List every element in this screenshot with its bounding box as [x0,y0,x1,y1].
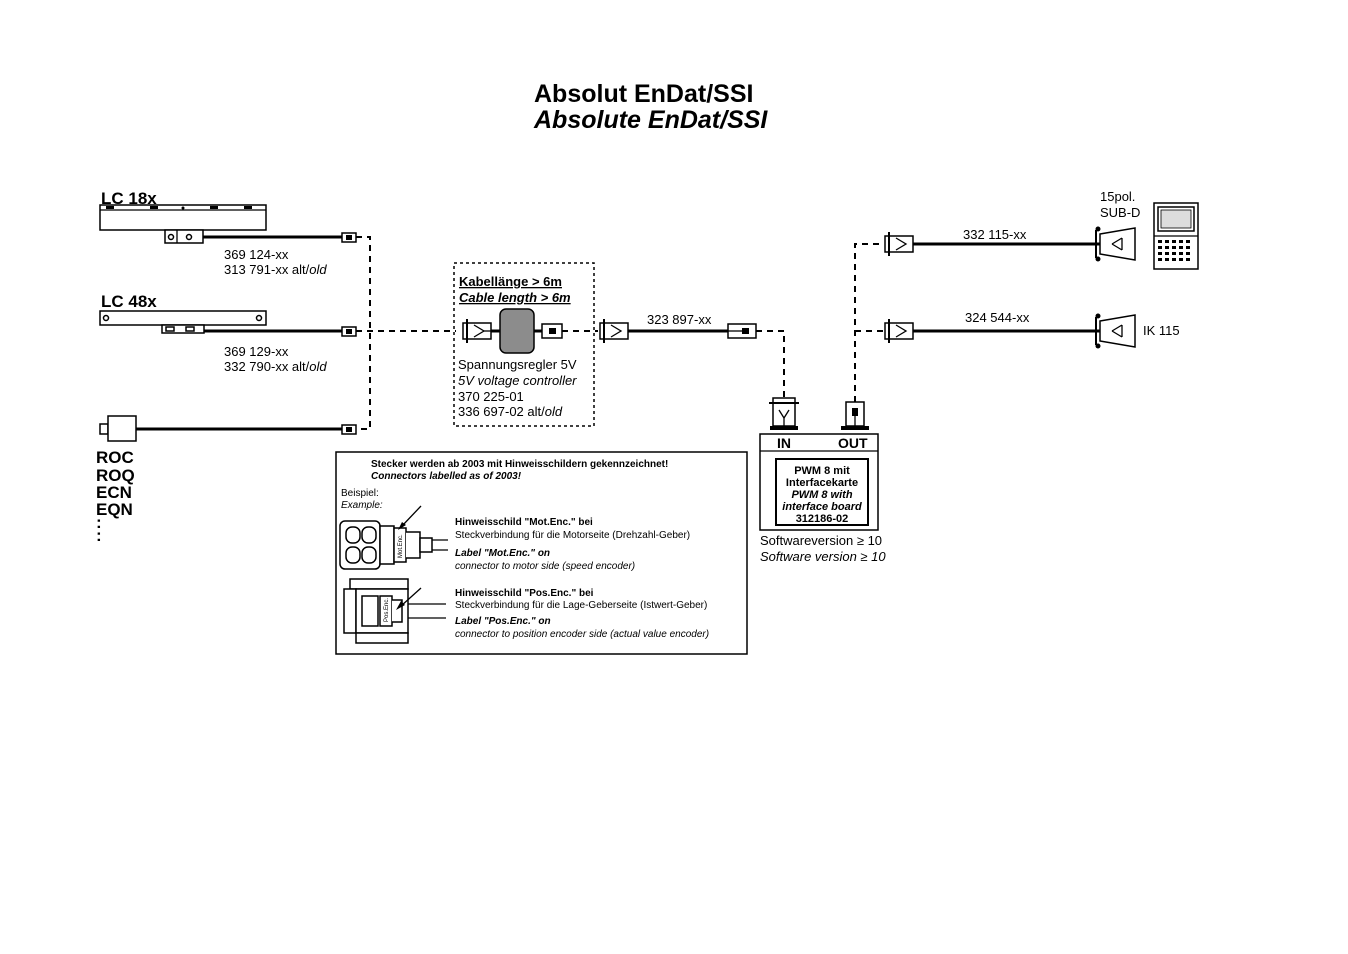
mot-title-english: Label "Mot.Enc." on [455,548,550,559]
subd-label-line2: SUB-D [1100,205,1140,220]
subd-cable-id: 332 115-xx [963,227,1027,242]
regulator-body [499,308,535,354]
pwm-software-german: Softwareversion ≥ 10 [760,533,882,548]
pos-desc-german: Steckverbindung für die Lage-Geberseite … [455,600,707,611]
pos-desc-english: connector to position encoder side (actu… [455,629,709,640]
pwm-line-4: interface board [782,501,862,513]
rotary-name-roq: ROQ [96,466,135,485]
controller-part-id: 370 225-01 [458,389,524,404]
lc18x-encoder: LC 18x 369 124-xx 313 791-xx alt/old [99,189,357,277]
notice-example-german: Beispiel: [341,488,379,499]
mot-desc-german: Steckverbindung für die Motorseite (Dreh… [455,530,690,541]
lc48x-name: LC 48x [101,292,157,311]
mot-enc-tag-text: Mot.Enc. [398,534,404,558]
main-cable: 323 897-xx [599,312,757,343]
subd-plug [1099,227,1136,261]
title-german: Absolut EnDat/SSI [534,80,753,108]
rotary-ellipsis-1: : [96,513,102,532]
ik115-plug [1099,314,1136,348]
pwm8-unit: IN OUT PWM 8 mit Interfacekarte PWM 8 wi… [759,397,886,564]
pwm-software-english: Software version ≥ 10 [760,549,886,564]
lc48x-old-id: 332 790-xx alt/ [224,359,310,374]
pwm-line-2: Interfacekarte [786,477,858,489]
rotary-name-ecn: ECN [96,483,132,502]
main-cable-id: 323 897-xx [647,312,712,327]
cable-to-pwm-line [756,330,785,398]
position-connector-illustration: Pos.Enc. [343,578,446,644]
controller-old-id-line: 336 697-02 alt/old [458,404,563,419]
ik115-label: IK 115 [1143,323,1180,338]
controller-old-id: 336 697-02 alt/ [458,404,545,419]
notice-example-english: Example: [341,500,383,511]
ik115-cable-id: 324 544-xx [965,310,1030,325]
mot-desc-english: connector to motor side (speed encoder) [455,561,635,572]
pwm-line-3: PWM 8 with [791,489,852,501]
lc18x-old-id-line: 313 791-xx alt/old [224,262,327,277]
lc48x-encoder: LC 48x 369 129-xx 332 790-xx alt/old [99,292,357,374]
pwm-out-label: OUT [838,435,868,451]
pos-title-german: Hinweisschild "Pos.Enc." bei [455,588,594,599]
encoder-collector-line [356,236,371,430]
rotary-ellipsis-2: : [96,526,102,545]
rotary-name-eqn: EQN [96,500,133,519]
control-computer-icon [1153,202,1199,270]
pos-title-english: Label "Pos.Enc." on [455,616,551,627]
voltage-controller-frame [453,262,595,427]
lc48x-old-id-line: 332 790-xx alt/old [224,359,327,374]
voltage-controller: Kabellänge > 6m Cable length > 6m Spannu… [453,262,595,427]
mot-title-german: Hinweisschild "Mot.Enc." bei [455,517,593,528]
rotary-encoder-body [107,415,137,442]
pwm-line-5: 312186-02 [796,513,849,525]
cable-length-english: Cable length > 6m [459,290,571,305]
ik115-cable: 324 544-xx [884,310,1136,349]
motor-connector-illustration: Mot.Enc. [339,505,448,570]
cable-length-german: Kabellänge > 6m [459,274,562,289]
lc48x-scale-body [99,310,267,326]
lc18x-old-id: 313 791-xx alt/ [224,262,310,277]
subd-cable: 332 115-xx [884,226,1136,262]
lc48x-old-word: old [309,359,327,374]
controller-name-german: Spannungsregler 5V [458,357,577,372]
lc18x-cable-id: 369 124-xx [224,247,289,262]
lc48x-reading-head [161,324,205,334]
rotary-name-roc: ROC [96,448,134,467]
pwm-label-panel [775,458,869,526]
lc18x-name: LC 18x [101,189,157,208]
pwm-out-to-subd-line [854,243,883,402]
lc18x-scale-body [99,204,267,231]
pos-enc-tag-text: Pos.Enc. [384,598,390,622]
subd-label-line1: 15pol. [1100,189,1135,204]
title-english: Absolute EnDat/SSI [533,106,768,134]
rotary-encoder: ROC ROQ ECN EQN : : [96,415,357,545]
notice-heading-english: Connectors labelled as of 2003! [371,471,522,482]
pwm-line-1: PWM 8 mit [794,465,850,477]
controller-old-word: old [545,404,563,419]
notice-heading-german: Stecker werden ab 2003 mit Hinweisschild… [371,459,668,470]
computer-keyboard-keys [1158,240,1190,261]
connector-label-notice: Stecker werden ab 2003 mit Hinweisschild… [335,451,748,655]
pwm-in-label: IN [777,435,791,451]
lc48x-cable-id: 369 129-xx [224,344,289,359]
controller-name-english: 5V voltage controller [458,373,577,388]
lc18x-old-word: old [309,262,327,277]
